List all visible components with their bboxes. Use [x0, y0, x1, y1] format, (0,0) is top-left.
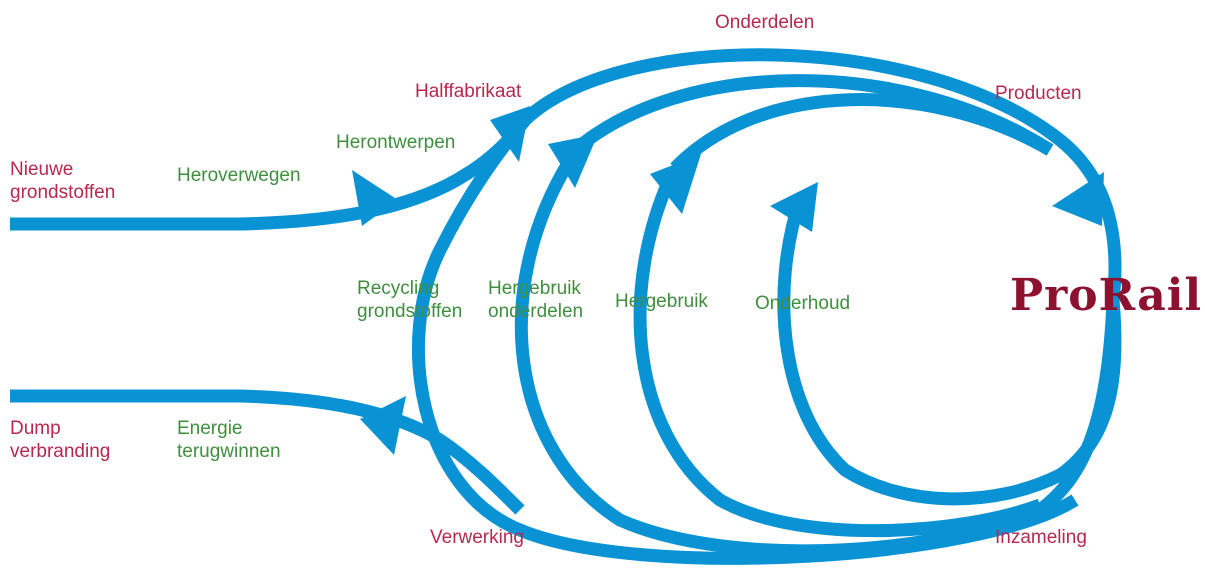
input-line — [10, 116, 531, 231]
onderhoud-loop — [777, 197, 1122, 506]
label-recycling-grondstoffen: Recycling grondstoffen — [357, 278, 463, 322]
label-onderdelen: Onderdelen — [715, 12, 815, 33]
arrowhead-input — [352, 170, 398, 226]
label-inzameling: Inzameling — [995, 527, 1087, 548]
label-energie-terugwinnen: Energie terugwinnen — [177, 418, 281, 462]
arrowhead-producten — [1052, 172, 1104, 226]
hergebruik-onderdelen-loop — [514, 156, 1043, 558]
label-herontwerpen: Herontwerpen — [336, 132, 456, 153]
label-producten: Producten — [995, 83, 1082, 104]
arrowhead-energie — [360, 396, 406, 455]
hergebruik-loop-top — [670, 93, 1054, 173]
label-halffabrikaat: Halffabrikaat — [415, 81, 522, 102]
hergebruik-loop — [633, 175, 1043, 538]
label-dump-verbranding: Dump verbranding — [10, 418, 111, 462]
outer-return — [1036, 299, 1120, 516]
label-verwerking: Verwerking — [430, 527, 524, 548]
label-nieuwe-grondstoffen: Nieuwe grondstoffen — [10, 159, 116, 203]
arrowhead-hergebruik — [650, 154, 701, 214]
hergebruik-onderdelen-loop-top — [570, 74, 1054, 156]
prorail-logo: ProRail — [1010, 270, 1203, 321]
label-onderhoud: Onderhoud — [755, 293, 851, 314]
arrowhead-halffabrikaat — [490, 106, 530, 162]
arrowhead-hergebruik-onderdelen — [548, 134, 598, 188]
label-hergebruik-onderdelen: Hergebruik onderdelen — [488, 278, 584, 322]
label-heroverwegen: Heroverwegen — [177, 165, 301, 186]
recycling-loop — [411, 115, 1079, 565]
output-line — [10, 389, 525, 515]
label-hergebruik: Hergebruik — [615, 291, 708, 312]
production-arc — [520, 48, 1122, 301]
arrowhead-onderhoud — [770, 182, 818, 232]
